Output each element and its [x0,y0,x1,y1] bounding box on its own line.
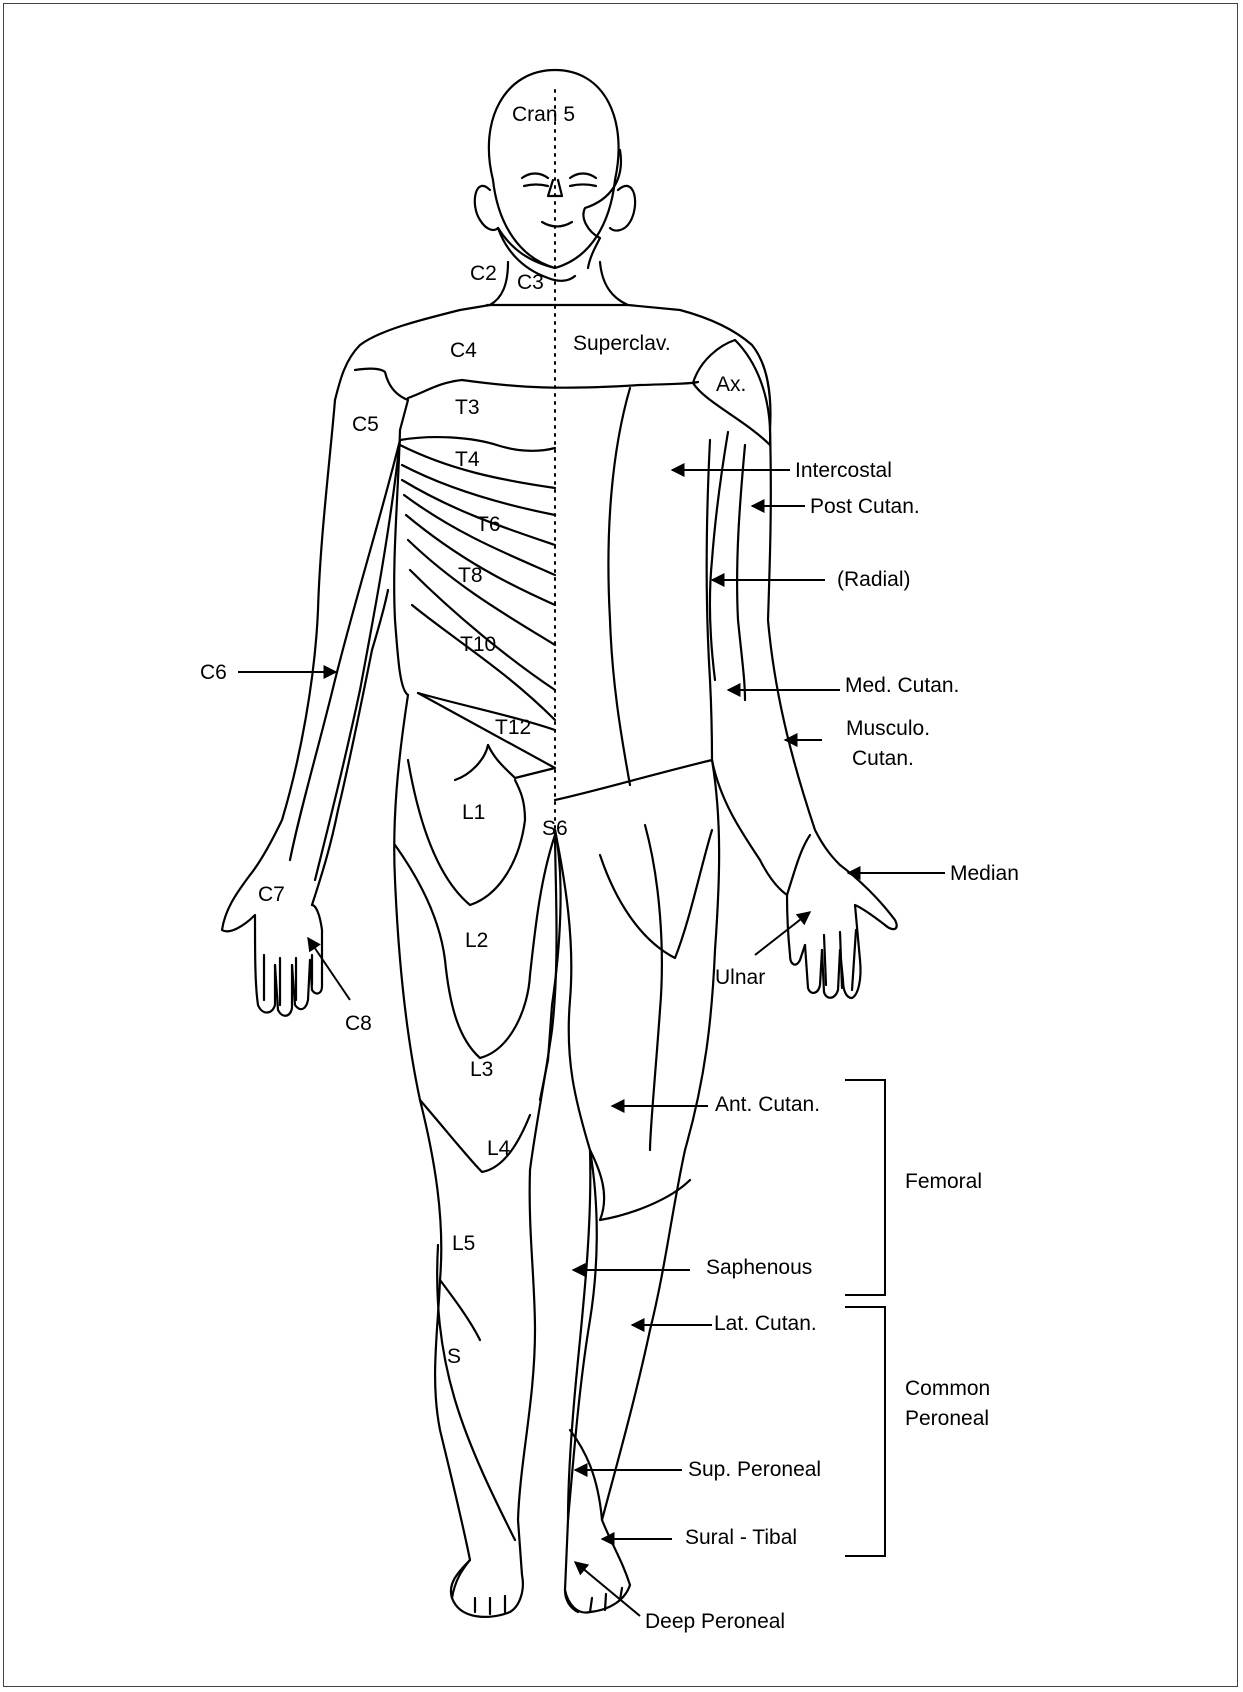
label-saphenous: Saphenous [706,1256,812,1279]
label-l2: L2 [465,929,488,952]
label-sup-peroneal: Sup. Peroneal [688,1458,821,1481]
label-med-cutan: Med. Cutan. [845,674,959,697]
label-c4: C4 [450,339,477,362]
left-arm-outline [222,400,400,1016]
label-post-cutan: Post Cutan. [810,495,920,518]
label-common-line1: Common [905,1377,990,1400]
label-lat-cutan: Lat. Cutan. [714,1312,817,1335]
bracket-common-peroneal [845,1307,885,1556]
label-musculo-line1: Musculo. [846,717,930,740]
bracket-femoral [845,1080,885,1295]
label-superclav: Superclav. [573,332,671,355]
label-s: S [447,1345,461,1368]
label-common-line2: Peroneal [905,1407,989,1430]
label-musculo-line2: Cutan. [852,747,914,770]
label-sural-tibal: Sural - Tibal [685,1526,797,1549]
label-c3: C3 [517,271,544,294]
label-s6: S6 [542,817,568,840]
label-intercostal: Intercostal [795,459,892,482]
label-c7: C7 [258,883,285,906]
group-labels: Femoral Common Peroneal [905,1170,990,1430]
label-c6: C6 [200,661,227,684]
nerve-labels: Intercostal Post Cutan. (Radial) Med. Cu… [645,459,1019,1633]
label-ax: Ax. [716,373,746,396]
label-femoral: Femoral [905,1170,982,1193]
label-t6: T6 [476,513,501,536]
label-t10: T10 [460,633,496,656]
label-t4: T4 [455,448,480,471]
torso-outline [335,262,770,800]
label-ant-cutan: Ant. Cutan. [715,1093,820,1116]
label-t12: T12 [495,716,531,739]
label-median: Median [950,862,1019,885]
label-t8: T8 [458,564,483,587]
label-c2: C2 [470,262,497,285]
label-l5: L5 [452,1232,475,1255]
label-ulnar: Ulnar [715,966,765,989]
label-t3: T3 [455,396,480,419]
label-radial: (Radial) [837,568,911,591]
arrow-ulnar [755,912,810,955]
dermatome-labels: Cran 5 C2 C3 C4 Superclav. Ax. C5 T3 T4 … [200,103,746,1368]
label-l4: L4 [487,1137,511,1160]
label-deep-peroneal: Deep Peroneal [645,1610,785,1633]
label-c5: C5 [352,413,379,436]
label-l1: L1 [462,801,485,824]
label-cran5: Cran 5 [512,103,575,126]
label-l3: L3 [470,1058,493,1081]
arrow-c8 [308,938,350,1000]
label-c8: C8 [345,1012,372,1035]
